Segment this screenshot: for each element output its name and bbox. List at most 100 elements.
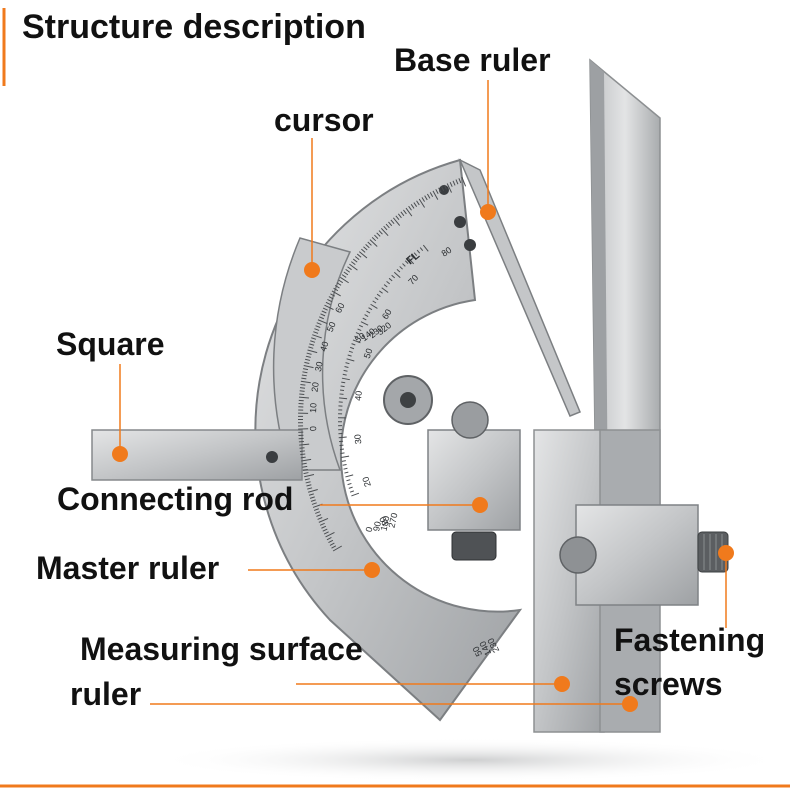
label-measuring-surface: Measuring surface <box>80 631 363 667</box>
scale-tick <box>351 343 356 346</box>
scale-tick <box>341 381 346 384</box>
marker-base-ruler <box>480 204 496 220</box>
scale-tick <box>346 358 355 362</box>
quadrant-scale-number: 270 <box>387 512 400 529</box>
scale-tick <box>416 200 420 206</box>
scale-number: 50 <box>362 347 375 360</box>
scale-tick <box>322 528 328 532</box>
label-fastening: Fastening <box>614 622 766 658</box>
scale-tick <box>404 260 409 264</box>
label-square: Square <box>56 326 165 362</box>
scale-tick <box>403 209 407 215</box>
scale-tick <box>355 332 360 335</box>
scale-tick <box>339 276 349 284</box>
scale-tick <box>308 493 314 496</box>
scale-tick <box>361 248 366 253</box>
scale-tick <box>309 496 315 499</box>
scale-tick <box>393 271 401 278</box>
scale-tick <box>317 517 323 520</box>
scale-tick <box>301 374 307 377</box>
scale-tick <box>345 474 354 478</box>
scale-tick <box>342 463 347 466</box>
scale-tick <box>341 455 350 458</box>
scale-tick <box>370 303 378 309</box>
scale-tick <box>345 362 350 365</box>
scale-number: 30 <box>313 361 325 373</box>
top-clamp-knob <box>451 401 489 439</box>
scale-tick <box>408 205 412 211</box>
scale-number: 30 <box>352 434 363 445</box>
scale-tick <box>334 285 340 289</box>
scale-tick <box>301 377 307 380</box>
scale-tick <box>435 189 439 194</box>
scale-tick <box>364 314 369 317</box>
scale-tick <box>349 490 355 493</box>
scale-tick <box>310 499 316 502</box>
scale-tick <box>304 478 310 481</box>
scale-tick <box>321 525 327 529</box>
scale-tick <box>366 310 371 314</box>
scale-tick <box>458 178 462 184</box>
connecting-rod-block <box>427 429 521 531</box>
scale-tick <box>429 192 434 198</box>
base-ruler-wedge <box>458 158 581 417</box>
scale-tick <box>338 436 347 439</box>
scale-tick <box>351 492 360 497</box>
scale-number: 80 <box>440 245 454 259</box>
scale-tick <box>305 481 311 484</box>
pivot-knob-center <box>400 392 416 408</box>
scale-tick <box>330 293 336 297</box>
scale-tick <box>316 514 322 517</box>
scale-number: 10 <box>377 515 391 529</box>
scale-tick <box>380 228 389 237</box>
scale-tick <box>438 187 442 193</box>
quadrant-scale-number: 90 <box>371 520 383 532</box>
scale-tick <box>422 244 429 252</box>
scale-tick <box>305 355 311 358</box>
scale-tick <box>309 343 315 346</box>
scale-tick <box>421 197 425 202</box>
scale-tick <box>328 296 334 300</box>
scale-tick <box>378 230 383 235</box>
scale-tick <box>302 371 308 374</box>
scale-tick <box>343 369 348 372</box>
scale-tick <box>374 234 379 239</box>
scale-tick <box>455 179 459 185</box>
scale-tick <box>325 301 331 305</box>
scale-tick <box>299 387 306 389</box>
page-title: Structure description <box>22 8 366 46</box>
scale-tick <box>344 366 349 368</box>
scale-tick <box>354 335 359 339</box>
scale-tick <box>331 290 341 297</box>
scale-tick <box>391 274 396 279</box>
scale-tick <box>313 331 319 334</box>
scale-tick <box>323 531 329 535</box>
scale-tick <box>298 396 310 399</box>
scale-tick <box>307 487 313 490</box>
scale-tick <box>300 456 306 459</box>
marker-fastening <box>718 545 734 561</box>
scale-number: 50 <box>325 320 338 333</box>
scale-tick <box>339 389 345 392</box>
marker-measuring-surface <box>554 676 570 692</box>
scale-tick <box>400 211 405 217</box>
scale-number: 60 <box>333 301 346 314</box>
scale-tick <box>396 268 401 273</box>
scale-tick <box>383 225 388 231</box>
leader-lines <box>119 80 727 705</box>
scale-tick <box>329 542 335 546</box>
screws <box>266 185 476 463</box>
scale-tick <box>365 243 370 249</box>
scale-tick <box>300 453 306 456</box>
scale-tick <box>347 266 352 271</box>
scale-ticks <box>297 176 467 552</box>
scale-tick <box>302 465 308 468</box>
scale-tick <box>346 479 351 482</box>
label-screws: screws <box>614 666 723 702</box>
label-master-ruler: Master ruler <box>36 550 220 586</box>
scale-tick <box>390 219 395 225</box>
label-cursor: cursor <box>274 102 374 138</box>
scale-tick <box>319 522 325 526</box>
scale-tick <box>344 471 349 474</box>
